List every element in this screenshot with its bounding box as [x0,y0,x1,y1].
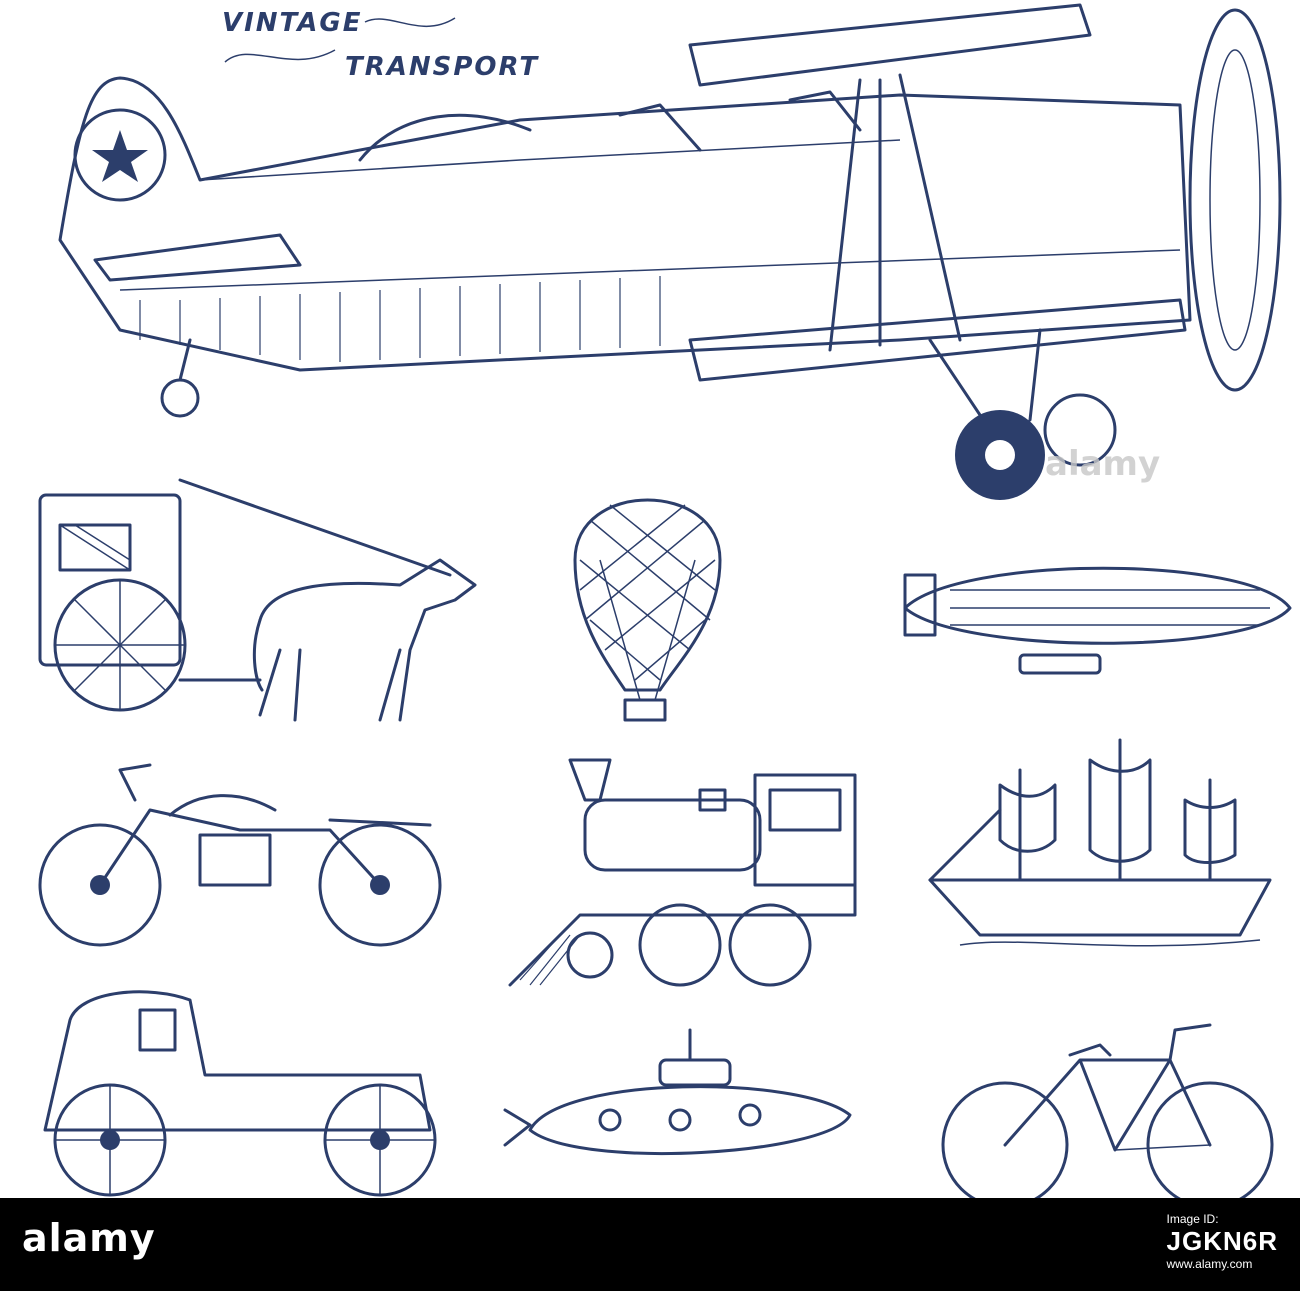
title-flourish [224,17,456,63]
footer-bar: alamy Image ID: JGKN6R www.alamy.com [0,1198,1300,1291]
title-transport: TRANSPORT [345,52,540,82]
vintage-car-drawing [43,990,437,1197]
horse-carriage-drawing [38,478,477,722]
image-id-label: Image ID: [1166,1212,1219,1226]
submarine-drawing [503,1028,852,1156]
biplane-drawing [58,3,1282,500]
hot-air-balloon-drawing [573,498,722,722]
steam-locomotive-drawing [508,758,857,987]
alamy-logo: alamy [22,1216,156,1260]
image-id-block: Image ID: JGKN6R www.alamy.com [1167,1212,1278,1271]
airship-drawing [903,566,1292,675]
watermark: alamy [1045,444,1161,484]
vintage-transport-illustration [38,3,1292,1198]
title-vintage: VINTAGE [222,8,363,38]
image-id-code: JGKN6R [1166,1226,1278,1256]
bicycle-drawing [941,1023,1274,1198]
motorcycle-drawing [38,763,442,947]
sailing-ship-drawing [928,738,1272,947]
footer-url: www.alamy.com [1166,1257,1253,1271]
